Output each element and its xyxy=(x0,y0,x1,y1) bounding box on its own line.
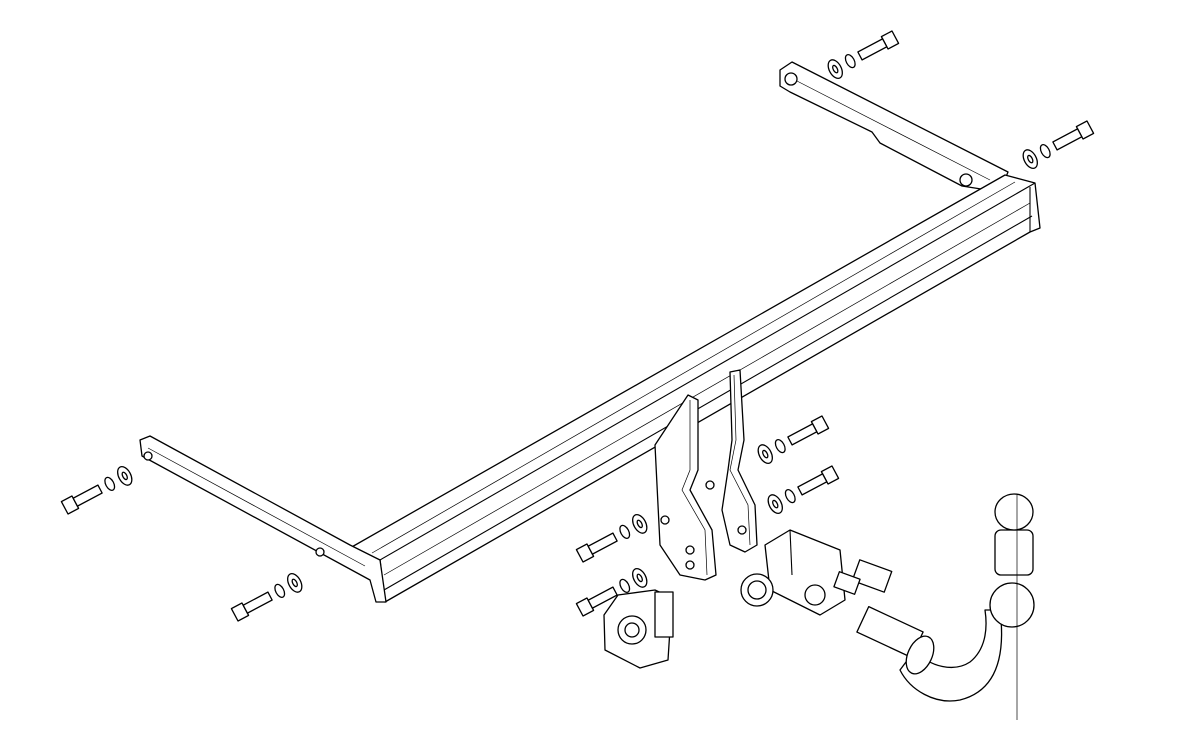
bolt-washer-set xyxy=(1022,120,1095,170)
bolt-shank xyxy=(587,532,618,555)
washer-hole xyxy=(832,64,839,74)
lock-washer xyxy=(774,439,786,454)
bolt-shank xyxy=(587,586,618,609)
bolt-washer-set xyxy=(575,567,648,617)
bolt-washer-set xyxy=(60,465,133,515)
main-crossbar xyxy=(349,174,1041,603)
lock-washer xyxy=(619,578,631,593)
bolt-shank xyxy=(1052,128,1083,151)
bolt-washer-set xyxy=(575,513,648,563)
tow-bar-receiver-housing xyxy=(740,529,893,616)
washer-hole xyxy=(121,471,128,481)
lock-washer xyxy=(1039,144,1051,159)
bolt-washer-set xyxy=(757,415,830,465)
washer-hole xyxy=(1027,154,1034,164)
bolt-shank xyxy=(797,473,828,496)
bolt-set xyxy=(60,30,1095,622)
washer-hole xyxy=(291,578,298,588)
bolt-washer-set xyxy=(827,30,900,80)
tow-ball-neck xyxy=(856,493,1035,720)
right-side-arm xyxy=(779,61,1009,193)
washer-hole xyxy=(762,449,769,459)
bolt-shank xyxy=(72,484,103,507)
lock-washer xyxy=(274,583,286,598)
socket-plate xyxy=(603,589,674,669)
center-bracket-left xyxy=(654,394,717,581)
left-side-arm xyxy=(139,435,387,603)
bolt-washer-set xyxy=(230,572,303,622)
lock-washer xyxy=(619,524,631,539)
lock-washer xyxy=(784,489,796,504)
lock-washer xyxy=(104,476,116,491)
lock-washer xyxy=(844,54,856,69)
bolt-washer-set xyxy=(767,465,840,515)
washer-hole xyxy=(636,519,643,529)
washer-hole xyxy=(636,573,643,583)
bolt-shank xyxy=(857,38,888,61)
bolt-shank xyxy=(242,591,273,614)
bolt-shank xyxy=(787,423,818,446)
washer-hole xyxy=(772,499,779,509)
center-bracket-right xyxy=(705,369,758,553)
